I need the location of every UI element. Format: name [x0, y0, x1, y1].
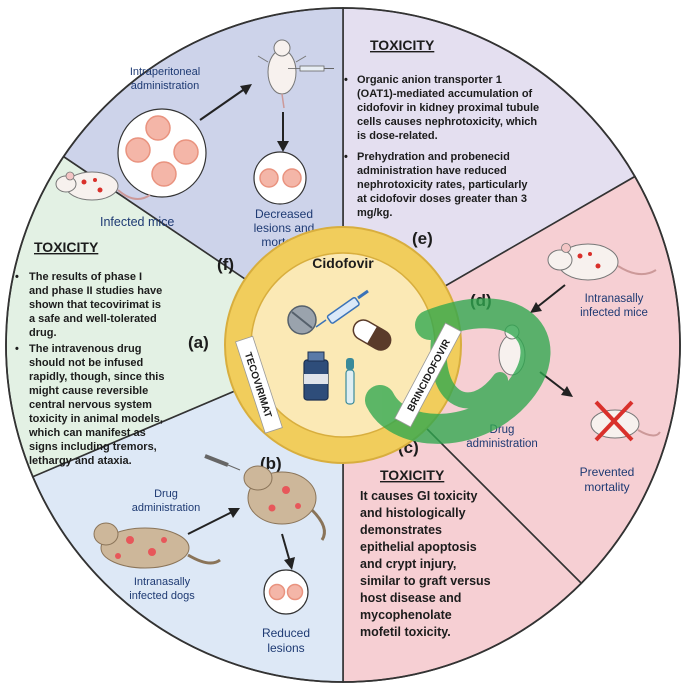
decreased-label-line-1: Decreased [255, 207, 313, 221]
lesion-icon [151, 161, 177, 187]
bullet-dot: • [15, 343, 19, 355]
a-bullet-2-line-5: central nervous system [29, 399, 152, 411]
bullet-dot: • [344, 151, 348, 163]
a-bullet-2-line-4: might cause reversible [29, 385, 148, 397]
prairie-dog-icon [93, 522, 221, 569]
b-drug-admin-line-1: Drug [154, 488, 178, 500]
a-bullet-1-line-2: and phase II studies have [29, 285, 162, 297]
capsule-icon [352, 319, 392, 351]
dropper-icon [345, 358, 355, 405]
c-body-line-6: similar to graft versus [360, 574, 491, 588]
lesion-icon [268, 583, 286, 601]
prevented-label-line-1: Prevented [580, 465, 635, 479]
c-body-line-1: It causes GI toxicity [360, 489, 477, 503]
center-drug-title: Cidofovir [312, 255, 374, 271]
mouse-icon [55, 171, 151, 201]
a-bullet-1-line-3: shown that tecovirimat is [29, 299, 161, 311]
e-bullet-2-line-2: administration have reduced [357, 165, 507, 177]
c-body-line-3: demonstrates [360, 523, 442, 537]
prevented-label-line-2: mortality [584, 480, 629, 494]
a-bullet-2-line-2: should not be infused [29, 357, 143, 369]
e-bullet-2-line-5: mg/kg. [357, 207, 392, 219]
d-infected-line-2: infected mice [580, 307, 648, 319]
bullet-dot: • [15, 271, 19, 283]
syringe-icon [204, 454, 241, 471]
b-drug-admin-line-2: administration [132, 502, 200, 514]
section-c-group: (c) TOXICITY It causes GI toxicity and h… [360, 438, 491, 639]
outer-circle-outline [5, 7, 681, 683]
syringe-icon [315, 289, 369, 328]
d-infected-line-1: Intranasally [585, 293, 644, 305]
c-body-line-2: and histologically [360, 506, 466, 520]
lesion-icon [145, 115, 171, 141]
e-bullet-1-line-3: cidofovir in kidney proximal tubule [357, 102, 539, 114]
c-body-line-4: epithelial apoptosis [360, 540, 477, 554]
arrow-icon [281, 533, 295, 570]
a-bullet-1-line-1: The results of phase I [29, 271, 142, 283]
arrow-icon [187, 508, 240, 535]
e-bullet-1-line-5: is dose-related. [357, 130, 438, 142]
c-body-line-7: host disease and [360, 591, 461, 605]
e-bullet-2-line-1: Prehydration and probenecid [357, 151, 510, 163]
prairie-dog-icon [243, 465, 326, 541]
section-c-heading: TOXICITY [380, 467, 445, 483]
section-a-group: TOXICITY • The results of phase I and ph… [15, 239, 209, 467]
a-bullet-2-line-8: signs including tremors, [29, 441, 157, 453]
lesion-icon [173, 139, 199, 165]
bullet-dot: • [344, 74, 348, 86]
e-bullet-2-line-3: nephrotoxicity rates, particularly [357, 179, 528, 191]
lesion-icon [286, 583, 304, 601]
arrow-icon [530, 284, 566, 313]
infected-mice-label: Infected mice [100, 215, 174, 229]
a-bullet-1-line-5: drug. [29, 327, 57, 339]
dish-icon [263, 569, 309, 615]
b-infected-line-2: infected dogs [129, 590, 195, 602]
e-bullet-1-line-2: (OAT1)-mediated accumulation of [357, 88, 533, 100]
mouse-icon [547, 243, 657, 281]
center-hub: Cidofovir TECOVIRIMAT BRINCIDOFOVIR [224, 226, 551, 464]
lesion-icon [282, 168, 302, 188]
cross-icon [594, 400, 634, 442]
pill-tablet-icon [287, 305, 317, 335]
e-bullet-2-line-4: at cidofovir doses greater than 3 [357, 193, 527, 205]
intraperitoneal-label-line-1: Intraperitoneal [130, 66, 200, 78]
vial-icon [303, 351, 329, 401]
a-bullet-2-line-3: rapidly, though, since this [29, 371, 164, 383]
c-body-line-5: and crypt injury, [360, 557, 456, 571]
dish-icon [253, 151, 307, 205]
dish-icon [117, 108, 207, 198]
arrow-icon [199, 84, 252, 121]
section-f-label: (f) [217, 255, 234, 274]
lesion-icon [259, 168, 279, 188]
intraperitoneal-label-line-2: administration [131, 80, 199, 92]
e-bullet-1-line-4: cells causes nephrotoxicity, which [357, 116, 537, 128]
d-drug-admin-line-2: administration [466, 438, 538, 450]
c-body-line-8: mycophenolate [360, 608, 452, 622]
a-bullet-2-line-9: lethargy and ataxia. [29, 455, 132, 467]
a-bullet-2-line-6: toxicity in animal models, [29, 413, 163, 425]
reduced-label-line-2: lesions [267, 641, 304, 655]
section-f-group: Infected mice Intraperitoneal administra… [55, 39, 334, 274]
section-a-label: (a) [188, 333, 209, 352]
section-e-group: TOXICITY • Organic anion transporter 1 (… [344, 37, 539, 248]
decreased-label-line-2: lesions and [254, 221, 315, 235]
reduced-label-line-1: Reduced [262, 626, 310, 640]
section-e-label: (e) [412, 229, 433, 248]
section-b-group: (b) Drug administration Intranasally inf… [93, 454, 326, 655]
lesion-icon [125, 137, 151, 163]
arrow-icon [277, 112, 289, 152]
e-bullet-1-line-1: Organic anion transporter 1 [357, 74, 502, 86]
a-bullet-1-line-4: a safe and well-tolerated [29, 313, 157, 325]
syringe-icon [288, 65, 334, 72]
section-e-heading: TOXICITY [370, 37, 435, 53]
c-body-line-9: mofetil toxicity. [360, 625, 451, 639]
a-bullet-2-line-7: which can manifest as [28, 427, 146, 439]
a-bullet-2-line-1: The intravenous drug [29, 343, 141, 355]
rat-icon [257, 39, 307, 109]
b-infected-line-1: Intranasally [134, 576, 191, 588]
section-a-heading: TOXICITY [34, 239, 99, 255]
